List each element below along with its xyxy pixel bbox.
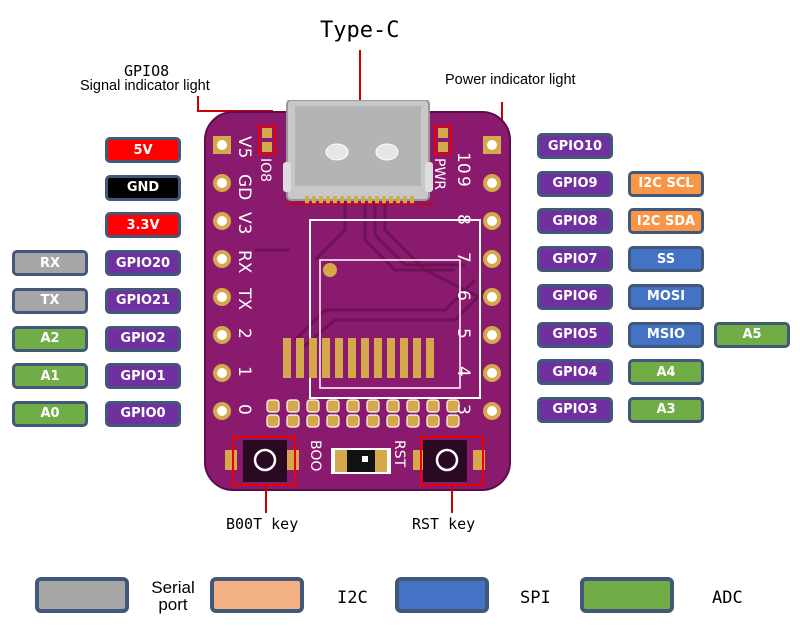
pin-chip-gpio20: GPIO20: [105, 250, 181, 277]
pin-chip-3-3v: 3.3V: [105, 212, 181, 239]
silk-right-2: 8: [453, 214, 473, 225]
legend-label-i2c: I2C: [337, 588, 368, 608]
signal-light-label-line2: Signal indicator light: [80, 78, 210, 94]
pin-chip-gpio2: GPIO2: [105, 325, 181, 352]
pin-chip-gpio0: GPIO0: [105, 400, 181, 427]
pin-chip-gpio6: GPIO6: [537, 283, 613, 310]
left-header-pins: [213, 136, 231, 420]
pin-chip-gpio7: GPIO7: [537, 246, 613, 273]
alt-chip-tx: TX: [12, 287, 88, 314]
type-c-leader-line: [359, 50, 361, 108]
module-outline: [309, 219, 481, 399]
silk-right-0: 10: [453, 152, 473, 174]
silk-left-1: GD: [234, 174, 254, 200]
usb-c-connector: [283, 100, 435, 205]
legend-swatch-adc: [580, 577, 674, 613]
silk-left-5: 2: [234, 328, 254, 339]
pin-chip-gpio3: GPIO3: [537, 396, 613, 423]
alt-chip-a0: A0: [12, 400, 88, 427]
pcb-board: V5 GD V3 RX TX 2 1 0 10 9 8 7 6 5 4 3 IO…: [204, 100, 511, 491]
alt-chip-msio: MSIO: [628, 321, 704, 348]
pin-chip-5v: 5V: [105, 137, 181, 163]
silk-right-4: 6: [453, 290, 473, 301]
pcb-body: [205, 112, 510, 490]
module-gold-pads: [283, 338, 434, 378]
silk-io8: IO8: [257, 158, 273, 182]
boot-key-leader-line: [265, 485, 267, 513]
signal-light-label-line1: GPIO8: [124, 62, 170, 80]
legend-label-spi: SPI: [520, 588, 551, 608]
alt-chip-i2c-sda: I2C SDA: [628, 208, 704, 235]
alt-chip-a4: A4: [628, 359, 704, 386]
power-light-label: Power indicator light: [445, 72, 576, 88]
pin-chip-gpio5: GPIO5: [537, 321, 613, 348]
silk-left-2: V3: [234, 212, 254, 234]
alt-chip-a3: A3: [628, 396, 704, 423]
power-led: [434, 125, 452, 155]
pin-chip-gpio4: GPIO4: [537, 359, 613, 386]
pin-chip-gpio10: GPIO10: [537, 133, 613, 159]
silk-left-6: 1: [234, 366, 254, 377]
pin-chip-gpio9: GPIO9: [537, 170, 613, 197]
pin-chip-gpio8: GPIO8: [537, 208, 613, 235]
type-c-title: Type-C: [320, 18, 400, 43]
alt2-chip-a5: A5: [714, 321, 790, 348]
silk-right-3: 7: [453, 252, 473, 263]
silk-right-6: 4: [453, 366, 473, 377]
silk-left-4: TX: [234, 287, 254, 310]
legend-swatch-serial: [35, 577, 129, 613]
signal-light-leader-line: [197, 96, 199, 111]
boot-key-label: B00T key: [226, 515, 299, 533]
alt-chip-rx: RX: [12, 250, 88, 277]
alt-chip-a2: A2: [12, 325, 88, 352]
legend-swatch-spi: [395, 577, 489, 613]
rst-key-label: RST key: [412, 515, 476, 533]
passive-components: [266, 399, 460, 428]
silk-boo: BOO: [307, 440, 323, 471]
silk-right-1: 9: [453, 176, 473, 187]
silk-left-3: RX: [234, 250, 254, 274]
pin-chip-gnd: GND: [105, 174, 181, 201]
alt-chip-a1: A1: [12, 363, 88, 390]
silk-right-5: 5: [453, 328, 473, 339]
center-component: [331, 448, 391, 474]
pin-chip-gpio1: GPIO1: [105, 363, 181, 390]
power-light-leader-line: [501, 102, 503, 120]
boot-button[interactable]: [225, 436, 299, 486]
legend-label-serial: Serial port: [151, 578, 195, 614]
silk-right-7: 3: [453, 404, 473, 415]
rst-key-leader-line: [451, 485, 453, 513]
silk-pwr: PWR: [431, 158, 447, 190]
signal-led: [258, 125, 276, 155]
silk-rst: RST: [391, 440, 407, 468]
silk-left-7: 0: [234, 404, 254, 415]
legend-swatch-i2c: [210, 577, 304, 613]
alt-chip-i2c-scl: I2C SCL: [628, 170, 704, 197]
pin-chip-gpio21: GPIO21: [105, 287, 181, 314]
legend-label-adc: ADC: [712, 588, 743, 608]
right-header-pins: [483, 136, 501, 420]
alt-chip-ss: SS: [628, 246, 704, 273]
silk-left-0: V5: [234, 136, 254, 158]
alt-chip-mosi: MOSI: [628, 283, 704, 310]
